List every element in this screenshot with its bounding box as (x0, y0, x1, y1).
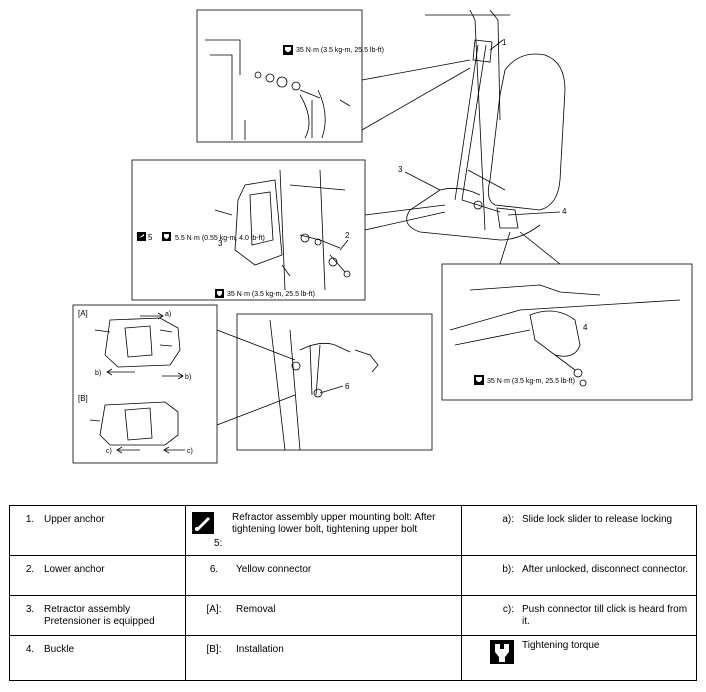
callout-3-detail: 3 (218, 239, 223, 248)
buckle-torque-label: 35 N·m (3.5 kg-m, 25.5 lb-ft) (487, 378, 575, 385)
connector-detail-box (72, 304, 218, 464)
upper-anchor-detail-box (196, 9, 363, 143)
torque-icon (468, 640, 522, 668)
legend-cell: 3. Retractor assembly Pretensioner is eq… (9, 595, 186, 636)
legend-text: Slide lock slider to release locking (522, 514, 673, 525)
legend-text: After unlocked, disconnect connector. (522, 564, 689, 575)
legend-text: Installation (236, 644, 284, 655)
arrow-a-label: a) (165, 311, 171, 318)
callout-1: 1 (502, 38, 507, 47)
legend-cell: Tightening torque (461, 635, 697, 681)
legend-number: b): (502, 564, 514, 575)
callout-4: 4 (562, 207, 567, 216)
label-installation: [B] (78, 394, 88, 403)
arrow-b-right-label: b) (185, 374, 191, 381)
legend-cell: 2. Lower anchor (9, 555, 186, 596)
legend-text: Yellow connector (236, 564, 312, 575)
legend-text: Lower anchor (44, 564, 105, 575)
upper-torque-label: 35 N·m (3.5 kg-m, 25.5 lb-ft) (296, 47, 384, 54)
legend-cell: a): Slide lock slider to release locking (461, 505, 697, 556)
legend-text: Buckle (44, 644, 75, 655)
callout-5: 5 (148, 233, 153, 242)
legend-number: [A]: (206, 604, 222, 615)
legend-cell: 5: Refractor assembly upper mounting bol… (185, 505, 462, 556)
legend-cell: 6. Yellow connector (185, 555, 462, 596)
lower-torque-label: 35 N·m (3.5 kg-m, 25.5 lb-ft) (227, 291, 315, 298)
arrow-b-left-label: b) (95, 370, 101, 377)
buckle-detail-box (441, 263, 693, 401)
seat-belt-diagram: 35 N·m (3.5 kg-m, 25.5 lb-ft) 5.5 N·m (0… (72, 9, 693, 464)
legend-number: c): (502, 604, 514, 615)
legend-cell: 4. Buckle (9, 635, 186, 681)
legend-text: Removal (236, 604, 276, 615)
legend-text: Retractor assembly Pretensioner is equip… (44, 604, 155, 627)
legend-cell: 1. Upper anchor (9, 505, 186, 556)
legend-cell: c): Push connector till click is heard f… (461, 595, 697, 636)
callout-2: 2 (345, 231, 350, 240)
callout-3: 3 (398, 165, 403, 174)
legend-number: 3. (25, 604, 35, 615)
legend-cell: [A]: Removal (185, 595, 462, 636)
legend-number: 1. (25, 514, 35, 525)
legend-cell: [B]: Installation (185, 635, 462, 681)
seat-back (487, 53, 566, 211)
legend-number: 5: (214, 538, 223, 549)
arrow-c-right-label: c) (187, 448, 193, 455)
bolt-order-icon: 5: (192, 512, 232, 549)
belt-webbing (454, 44, 506, 213)
legend-table: 1. Upper anchor 5: Refractor assembly up… (9, 505, 697, 681)
legend-text: Refractor assembly upper mounting bolt: … (232, 512, 436, 535)
connector-location-box (236, 313, 433, 451)
label-removal: [A] (78, 309, 88, 318)
legend-text: Upper anchor (44, 514, 105, 525)
legend-number: [B]: (206, 644, 222, 655)
legend-text: Push connector till click is heard from … (522, 604, 688, 627)
callout-6: 6 (345, 382, 350, 391)
legend-text: Tightening torque (522, 640, 600, 651)
legend-number: 4. (25, 644, 35, 655)
legend-number: 6. (209, 564, 219, 575)
retractor-detail-box (131, 159, 366, 301)
legend-cell: b): After unlocked, disconnect connector… (461, 555, 697, 596)
legend-number: 2. (25, 564, 35, 575)
callout-4-detail: 4 (583, 323, 588, 332)
legend-number: a): (502, 514, 514, 525)
retractor-torque-label: 5.5 N·m (0.55 kg-m, 4.0 lb-ft) (175, 235, 265, 242)
arrow-c-left-label: c) (106, 448, 112, 455)
